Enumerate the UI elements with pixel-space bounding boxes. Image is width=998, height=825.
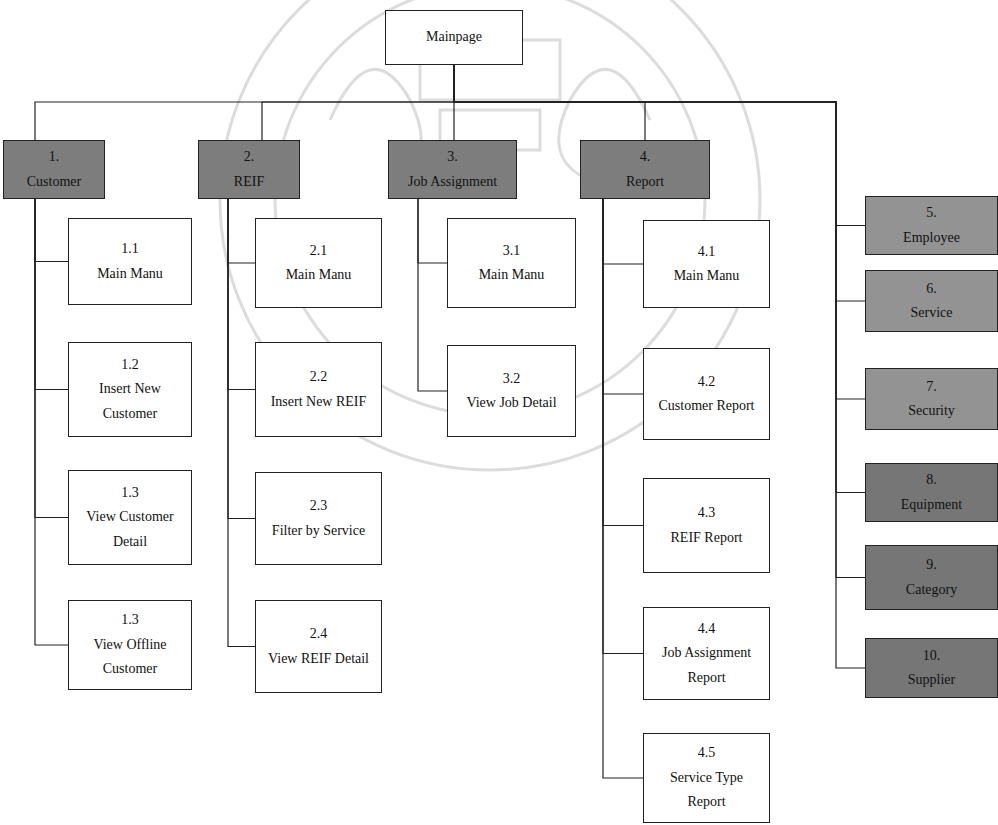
box-label: 7.	[926, 375, 937, 400]
tree-connector	[228, 199, 255, 519]
box-label: Main Manu	[479, 263, 545, 288]
box-label: Main Manu	[286, 263, 352, 288]
box-label: REIF	[234, 170, 264, 195]
tree-connector	[35, 199, 68, 645]
menu-box: 4.3REIF Report	[643, 478, 770, 573]
tree-connector	[35, 199, 68, 390]
box-label: 4.4	[698, 617, 716, 642]
box-label: Service Type Report	[650, 766, 763, 815]
box-label: Category	[906, 578, 957, 603]
menu-box: 6.Service	[865, 270, 998, 332]
box-label: 4.2	[698, 370, 716, 395]
box-label: 3.1	[503, 239, 521, 264]
box-label: View Job Detail	[466, 391, 556, 416]
box-label: View Customer Detail	[75, 505, 185, 554]
box-label: Customer Report	[658, 394, 754, 419]
box-label: 1.3	[121, 481, 139, 506]
tree-connector	[35, 65, 454, 140]
tree-connector	[603, 199, 643, 778]
box-label: Job Assignment	[408, 170, 497, 195]
tree-connector	[418, 199, 447, 263]
menu-box: 1.3View Offline Customer	[68, 600, 192, 690]
box-label: Job Assignment Report	[650, 641, 763, 690]
box-label: 2.2	[310, 365, 328, 390]
box-label: 10.	[923, 644, 941, 669]
menu-box: 3.1Main Manu	[447, 218, 576, 308]
menu-box: 4.4Job Assignment Report	[643, 607, 770, 700]
box-label: 8.	[926, 468, 937, 493]
menu-box: 2.2Insert New REIF	[255, 342, 382, 437]
box-label: Service	[911, 301, 953, 326]
tree-connector	[418, 199, 447, 391]
menu-box: 4.2Customer Report	[643, 348, 770, 440]
box-label: Customer	[27, 170, 81, 195]
root-box: Mainpage	[385, 10, 523, 65]
box-label: 1.3	[121, 608, 139, 633]
tree-connector	[603, 199, 643, 264]
box-label: 4.	[640, 145, 651, 170]
box-label: Insert New REIF	[271, 390, 367, 415]
box-label: Insert New Customer	[75, 377, 185, 426]
box-label: Mainpage	[426, 25, 482, 50]
menu-box: 2.1Main Manu	[255, 218, 382, 308]
box-label: View REIF Detail	[268, 647, 369, 672]
menu-box: 4.5Service Type Report	[643, 733, 770, 823]
box-label: Main Manu	[97, 262, 163, 287]
menu-box: 10.Supplier	[865, 638, 998, 698]
box-label: 2.3	[310, 494, 328, 519]
box-label: REIF Report	[671, 526, 743, 551]
tree-connector	[35, 199, 68, 262]
tree-connector	[228, 199, 255, 390]
tree-connector	[603, 199, 643, 526]
box-label: 9.	[926, 553, 937, 578]
tree-connector	[603, 199, 643, 394]
box-label: Security	[908, 399, 955, 424]
box-label: 2.1	[310, 239, 328, 264]
menu-box: 1.3View Customer Detail	[68, 470, 192, 565]
menu-box: 3.Job Assignment	[388, 140, 517, 199]
menu-box: 7.Security	[865, 368, 998, 430]
menu-box: 4.Report	[580, 140, 710, 199]
box-label: Equipment	[901, 493, 962, 518]
menu-box: 3.2View Job Detail	[447, 345, 576, 437]
box-label: Employee	[903, 226, 960, 251]
menu-box: 1.1Main Manu	[68, 218, 192, 305]
box-label: 4.3	[698, 501, 716, 526]
tree-connector	[228, 199, 255, 263]
box-label: Supplier	[908, 668, 955, 693]
menu-box: 1.2Insert New Customer	[68, 342, 192, 437]
box-label: View Offline Customer	[75, 633, 185, 682]
box-label: Filter by Service	[272, 519, 365, 544]
menu-box: 2.3Filter by Service	[255, 472, 382, 565]
menu-box: 9.Category	[865, 545, 998, 610]
box-label: 5.	[926, 201, 937, 226]
menu-box: 1.Customer	[3, 140, 105, 199]
tree-connector	[35, 199, 68, 518]
tree-connector	[228, 199, 255, 647]
menu-box: 2.REIF	[198, 140, 300, 199]
box-label: 3.	[447, 145, 458, 170]
menu-box: 4.1Main Manu	[643, 220, 770, 308]
menu-box: 5.Employee	[865, 196, 998, 255]
box-label: 2.4	[310, 622, 328, 647]
box-label: 2.	[244, 145, 255, 170]
menu-box: 2.4View REIF Detail	[255, 600, 382, 693]
tree-connector	[262, 65, 454, 140]
box-label: 3.2	[503, 367, 521, 392]
box-label: 1.2	[121, 353, 139, 378]
box-label: 4.1	[698, 240, 716, 265]
box-label: 6.	[926, 277, 937, 302]
box-label: Report	[626, 170, 664, 195]
box-label: 4.5	[698, 741, 716, 766]
box-label: Main Manu	[674, 264, 740, 289]
tree-connector	[603, 199, 643, 654]
menu-box: 8.Equipment	[865, 463, 998, 522]
box-label: 1.	[49, 145, 60, 170]
box-label: 1.1	[121, 237, 139, 262]
